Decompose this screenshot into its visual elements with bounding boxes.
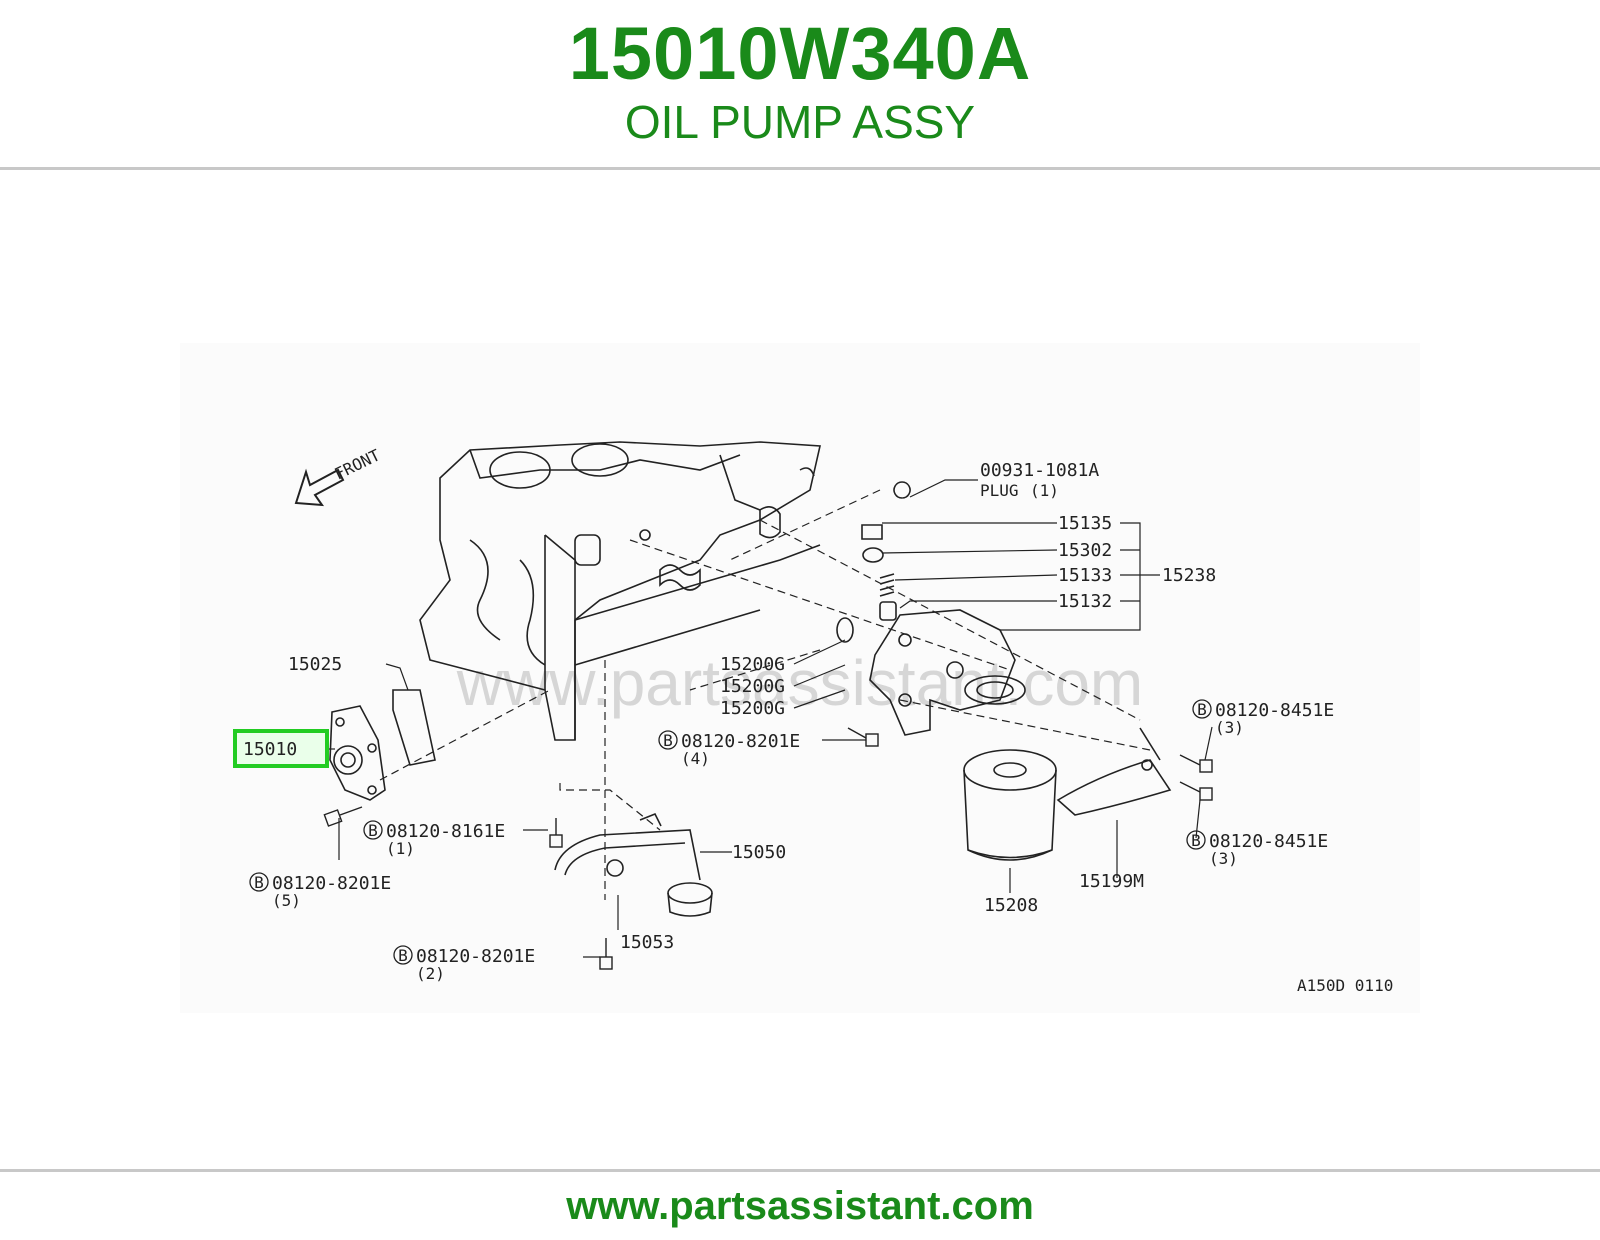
callout-15133: 15133 <box>1058 565 1112 586</box>
callout-bolt-8161e-qty: (1) <box>386 839 415 858</box>
callout-15132: 15132 <box>1058 591 1112 612</box>
callout-bolt-8201e-2-qty: (2) <box>416 964 445 983</box>
engine-block-drawing <box>419 441 854 741</box>
oil-strainer-drawing <box>554 812 713 917</box>
assembly-guide-lines <box>379 489 1151 900</box>
footer-divider <box>0 1169 1600 1172</box>
callout-bolt-8161e: B 08120-8161E (1) <box>363 820 505 858</box>
callout-leader-lines <box>325 479 1213 958</box>
callout-15200g-c: 15200G <box>720 698 785 719</box>
bolt-marker: B <box>254 873 264 892</box>
callout-bolt-8201e-2: B 08120-8201E (2) <box>393 945 535 983</box>
diagram-panel <box>180 343 1420 1013</box>
callout-bolt-8201e-5: B 08120-8201E (5) <box>249 872 391 910</box>
highlighted-part-callout[interactable]: 15010 <box>233 729 329 768</box>
callout-15025: 15025 <box>288 654 342 675</box>
callout-bolt-8201e-2-part: 08120-8201E <box>416 946 535 967</box>
oil-filter-bracket-drawing <box>861 481 1026 736</box>
front-arrow-icon <box>294 468 345 507</box>
bolt-marker: B <box>1197 700 1207 719</box>
callout-15050: 15050 <box>732 842 786 863</box>
callout-bolt-8451e-b-qty: (3) <box>1209 849 1238 868</box>
callout-15200g-a: 15200G <box>720 654 785 675</box>
callout-bolt-8161e-part: 08120-8161E <box>386 821 505 842</box>
bolt-marker: B <box>368 821 378 840</box>
callout-bolt-8201e-5-part: 08120-8201E <box>272 873 391 894</box>
callout-bolt-8201e-5-qty: (5) <box>272 891 301 910</box>
part-number-title: 15010W340A <box>568 12 1032 95</box>
callout-15199m: 15199M <box>1079 871 1144 892</box>
highlighted-part-label: 15010 <box>243 739 297 760</box>
callout-bolt-8451e-a-part: 08120-8451E <box>1215 700 1334 721</box>
footer-site-link[interactable]: www.partsassistant.com <box>566 1184 1034 1228</box>
callout-labels: 00931-1081A PLUG (1) 15135 15302 15133 1… <box>249 460 1393 995</box>
callout-15208: 15208 <box>984 895 1038 916</box>
diagram-watermark: www.partsassistant.com <box>456 647 1143 719</box>
callout-15135: 15135 <box>1058 513 1112 534</box>
gasket-15025-drawing <box>392 689 436 766</box>
bolt-marker: B <box>1191 831 1201 850</box>
callout-plug-label: PLUG <box>980 481 1019 500</box>
callout-plug-qty: (1) <box>1030 481 1059 500</box>
callout-15238: 15238 <box>1162 565 1216 586</box>
callout-15200g-b: 15200G <box>720 676 785 697</box>
callout-bolt-8451e-b-part: 08120-8451E <box>1209 831 1328 852</box>
callout-bolt-8201e-4: B 08120-8201E (4) <box>658 730 800 768</box>
callout-bolt-8201e-4-part: 08120-8201E <box>681 731 800 752</box>
callout-plug-part: 00931-1081A <box>980 460 1099 481</box>
part-name-subtitle: OIL PUMP ASSY <box>624 96 976 148</box>
callout-bolt-8451e-a-qty: (3) <box>1215 718 1244 737</box>
baffle-plate-drawing <box>1056 727 1172 816</box>
callout-bolt-8201e-4-qty: (4) <box>681 749 710 768</box>
bolt-marker: B <box>398 946 408 965</box>
oil-pump-drawing <box>329 705 386 801</box>
callout-bolt-8451e-a: B 08120-8451E (3) <box>1192 699 1334 737</box>
header-divider <box>0 167 1600 170</box>
figure-code: A150D 0110 <box>1297 976 1393 995</box>
page-header: 15010W340A OIL PUMP ASSY <box>0 0 1600 168</box>
oil-filter-drawing <box>963 749 1057 861</box>
callout-15302: 15302 <box>1058 540 1112 561</box>
bolt-marker: B <box>663 731 673 750</box>
bolt-icons <box>323 727 1213 970</box>
callout-bolt-8451e-b: B 08120-8451E (3) <box>1186 830 1328 868</box>
callout-15053: 15053 <box>620 932 674 953</box>
